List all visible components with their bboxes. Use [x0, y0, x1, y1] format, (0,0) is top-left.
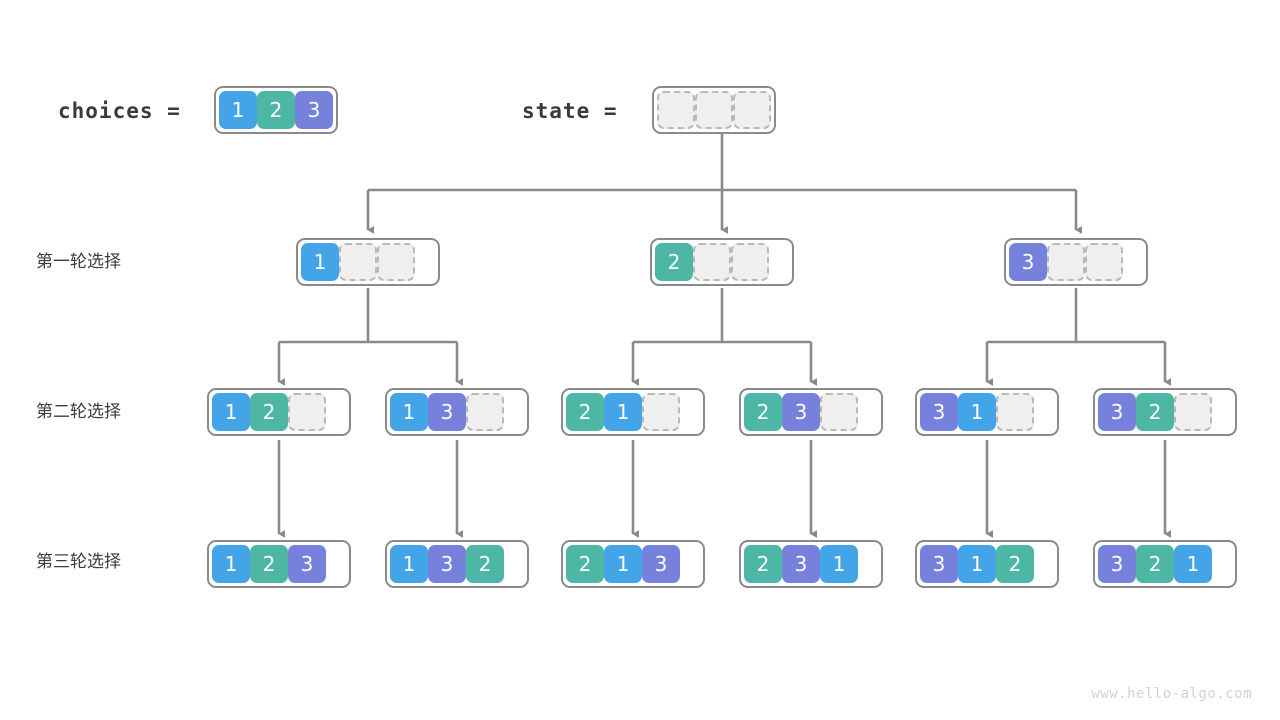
value-cell-3: 3: [920, 393, 958, 431]
value-cell-1: 1: [958, 545, 996, 583]
value-cell-1: 1: [390, 393, 428, 431]
value-cell-3: 3: [1098, 545, 1136, 583]
empty-cell: [820, 393, 858, 431]
value-cell-1: 1: [604, 545, 642, 583]
value-cell-2: 2: [250, 393, 288, 431]
empty-cell: [1085, 243, 1123, 281]
value-cell-2: 2: [744, 393, 782, 431]
value-cell-1: 1: [219, 91, 257, 129]
value-cell-3: 3: [642, 545, 680, 583]
round1-node-3: 3: [1004, 238, 1148, 286]
empty-cell: [466, 393, 504, 431]
empty-cell: [1047, 243, 1085, 281]
value-cell-3: 3: [1009, 243, 1047, 281]
value-cell-2: 2: [466, 545, 504, 583]
round1-node-2: 2: [650, 238, 794, 286]
value-cell-2: 2: [655, 243, 693, 281]
value-cell-2: 2: [566, 545, 604, 583]
state-label: state =: [522, 99, 618, 123]
row-label-round1: 第一轮选择: [36, 252, 121, 272]
empty-cell: [288, 393, 326, 431]
value-cell-3: 3: [1098, 393, 1136, 431]
value-cell-2: 2: [257, 91, 295, 129]
value-cell-1: 1: [604, 393, 642, 431]
empty-cell: [377, 243, 415, 281]
value-cell-1: 1: [958, 393, 996, 431]
value-cell-3: 3: [295, 91, 333, 129]
value-cell-3: 3: [782, 545, 820, 583]
row-label-round2: 第二轮选择: [36, 402, 121, 422]
empty-cell: [733, 91, 771, 129]
value-cell-2: 2: [744, 545, 782, 583]
value-cell-2: 2: [566, 393, 604, 431]
empty-cell: [693, 243, 731, 281]
value-cell-1: 1: [301, 243, 339, 281]
watermark: www.hello-algo.com: [1091, 686, 1252, 702]
state-array: [652, 86, 776, 134]
choices-label: choices =: [58, 99, 181, 123]
value-cell-1: 1: [212, 545, 250, 583]
value-cell-3: 3: [920, 545, 958, 583]
value-cell-2: 2: [996, 545, 1034, 583]
value-cell-3: 3: [428, 393, 466, 431]
value-cell-3: 3: [782, 393, 820, 431]
value-cell-1: 1: [390, 545, 428, 583]
value-cell-1: 1: [1174, 545, 1212, 583]
empty-cell: [996, 393, 1034, 431]
empty-cell: [642, 393, 680, 431]
value-cell-2: 2: [1136, 545, 1174, 583]
value-cell-2: 2: [1136, 393, 1174, 431]
row-label-round3: 第三轮选择: [36, 552, 121, 572]
empty-cell: [695, 91, 733, 129]
empty-cell: [339, 243, 377, 281]
value-cell-1: 1: [212, 393, 250, 431]
value-cell-1: 1: [820, 545, 858, 583]
value-cell-3: 3: [428, 545, 466, 583]
value-cell-2: 2: [250, 545, 288, 583]
empty-cell: [731, 243, 769, 281]
empty-cell: [657, 91, 695, 129]
empty-cell: [1174, 393, 1212, 431]
value-cell-3: 3: [288, 545, 326, 583]
round1-node-1: 1: [296, 238, 440, 286]
